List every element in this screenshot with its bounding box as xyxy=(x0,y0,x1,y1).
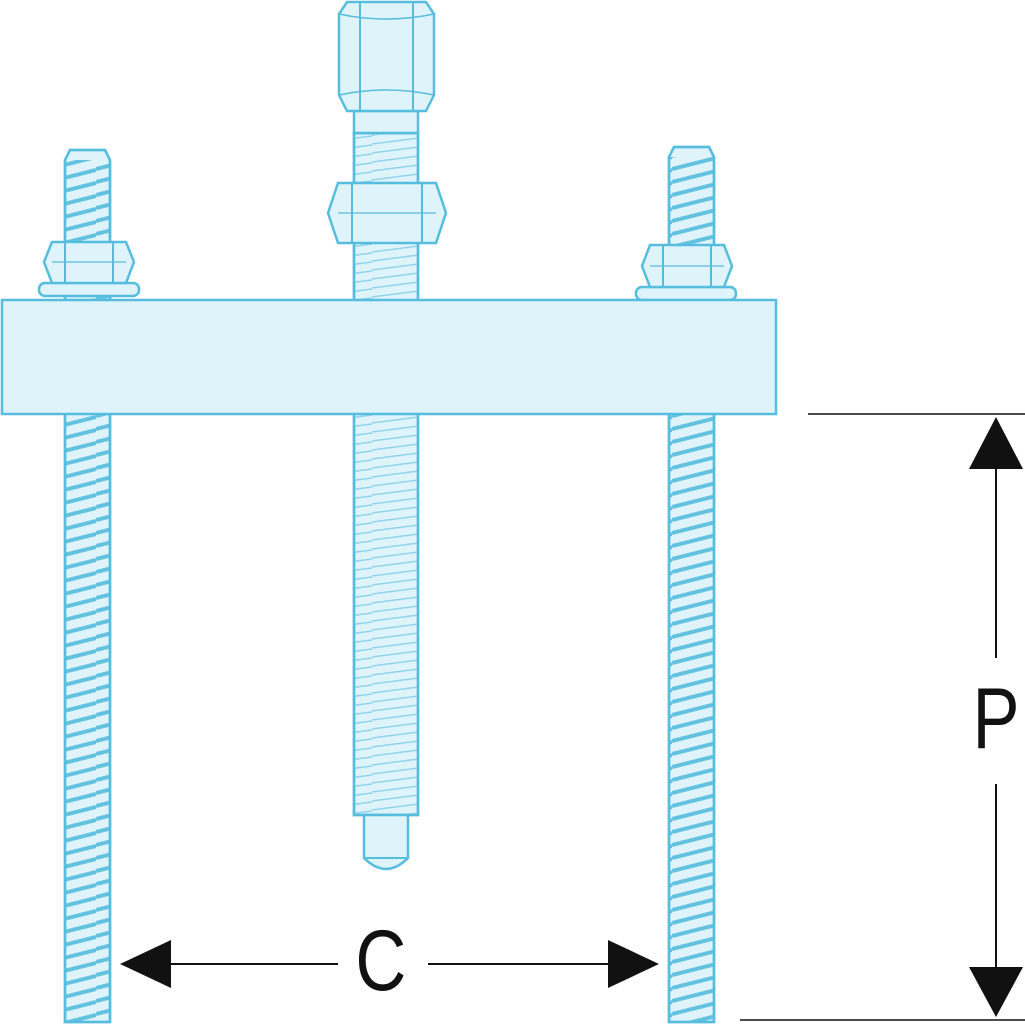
screw-collar xyxy=(352,109,420,135)
screw-tip xyxy=(362,813,410,871)
dimension-c xyxy=(120,940,659,988)
c-arrowhead-left xyxy=(120,940,171,988)
dimension-c-label: C xyxy=(355,913,407,1009)
screw-head-hex xyxy=(337,0,436,113)
dimension-p-label: P xyxy=(972,671,1020,767)
left-hex-nut xyxy=(42,240,136,285)
left-washer xyxy=(37,281,141,298)
dimension-p xyxy=(740,413,1025,1021)
right-washer xyxy=(634,285,738,302)
c-arrowhead-right xyxy=(608,940,659,988)
center-forcing-screw xyxy=(352,131,420,817)
right-hex-nut xyxy=(640,243,734,289)
p-arrowhead-up xyxy=(969,417,1023,469)
p-arrowhead-down xyxy=(969,967,1023,1017)
center-lock-nut xyxy=(326,181,448,245)
crossbar-yoke xyxy=(0,298,778,416)
